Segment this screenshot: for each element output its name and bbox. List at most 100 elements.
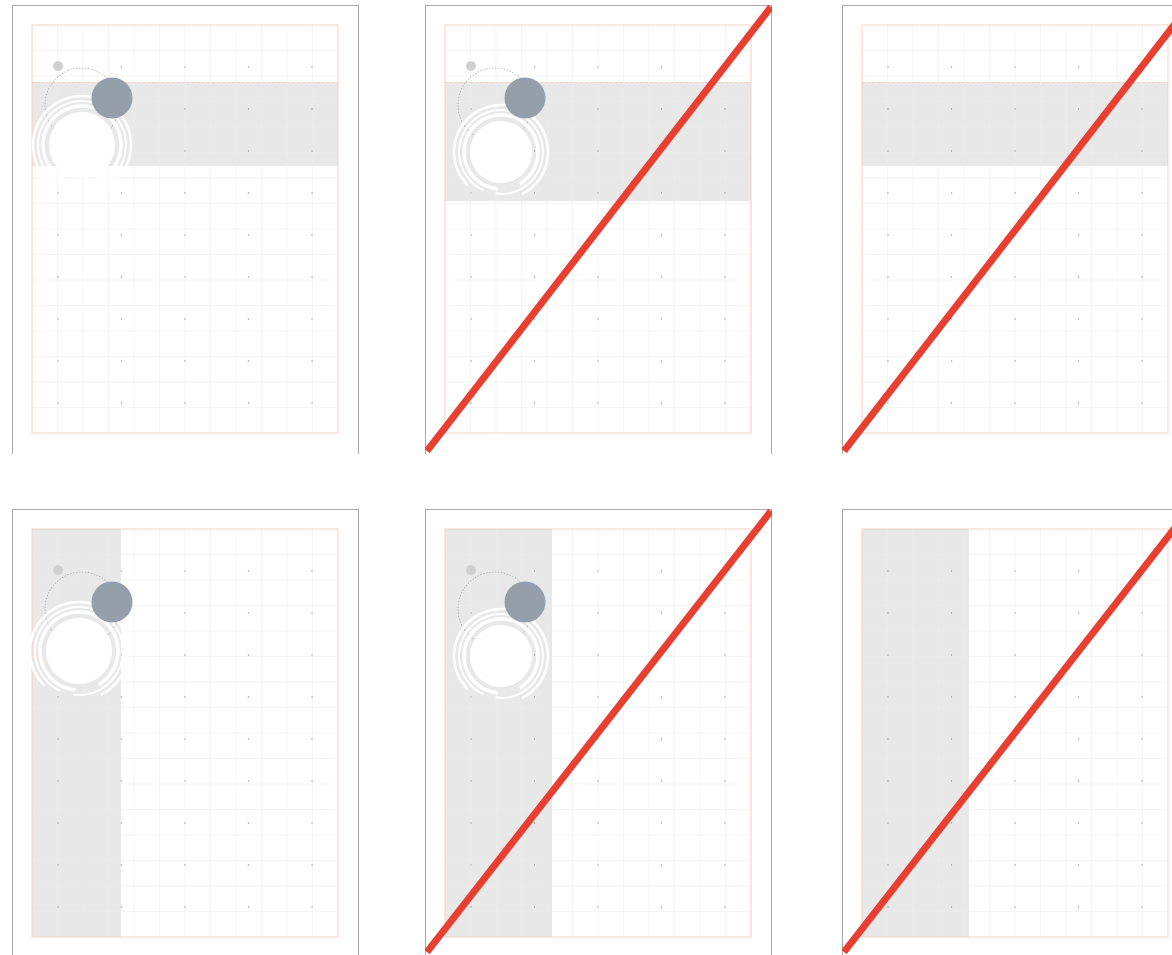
dark-circle (92, 582, 133, 623)
grid-dot (470, 822, 471, 823)
grid-dot (724, 822, 725, 823)
grid-dot (311, 738, 312, 739)
grid-dot (311, 780, 312, 781)
grid-dot (184, 864, 185, 865)
grid-dot (534, 570, 535, 571)
grid-dot (121, 864, 122, 865)
grid-dot (248, 822, 249, 823)
grid-dot (1141, 108, 1142, 109)
grid-dot (951, 738, 952, 739)
grid-dot (311, 612, 312, 613)
grid-dot (597, 276, 598, 277)
grid-dot (184, 738, 185, 739)
grid-dot (1141, 150, 1142, 151)
grid-dot (951, 654, 952, 655)
grid-dot (534, 276, 535, 277)
grid-dot (1141, 822, 1142, 823)
grid-dot (1014, 402, 1015, 403)
grid-dot (248, 864, 249, 865)
grid-dot (724, 402, 725, 403)
dark-circle (505, 582, 546, 623)
grid-dot (1078, 822, 1079, 823)
grid-dot (534, 780, 535, 781)
grid-dot (1078, 318, 1079, 319)
grid-dot (470, 780, 471, 781)
page-thumbnail-6 (842, 509, 1172, 955)
grid-dot (724, 654, 725, 655)
grid-dot (57, 906, 58, 907)
grid-dot (248, 66, 249, 67)
grid-dot (470, 360, 471, 361)
grid-dot (887, 906, 888, 907)
grid-dot (661, 402, 662, 403)
grid-dot (1078, 696, 1079, 697)
grid-dot (470, 738, 471, 739)
grid-dot (661, 192, 662, 193)
grid-dot (597, 780, 598, 781)
grid-dot (951, 150, 952, 151)
grid-dot (121, 360, 122, 361)
grid-dot (470, 108, 471, 109)
grid-dot (661, 570, 662, 571)
grid-dot (1078, 612, 1079, 613)
grid-dot (887, 570, 888, 571)
grid-dot (534, 150, 535, 151)
grid-dot (184, 906, 185, 907)
grid-dot (1141, 906, 1142, 907)
grid-dot (1141, 612, 1142, 613)
grid-dot (951, 906, 952, 907)
grid-dot (311, 360, 312, 361)
page-svg (842, 509, 1172, 955)
grid-dot (1014, 276, 1015, 277)
white-disc (46, 618, 112, 684)
grid-dot (1078, 780, 1079, 781)
grid-dot (887, 234, 888, 235)
grid-dot (248, 276, 249, 277)
grid-dot (248, 612, 249, 613)
grid-dot (887, 318, 888, 319)
grid-dot (597, 864, 598, 865)
grid-dot (1078, 66, 1079, 67)
grid-dot (1014, 318, 1015, 319)
grid-dot (1078, 360, 1079, 361)
grid-dot (184, 66, 185, 67)
grid-dot (887, 150, 888, 151)
grid-dot (1014, 192, 1015, 193)
grid-dot (57, 276, 58, 277)
grid-dot (887, 192, 888, 193)
grid-dot (184, 192, 185, 193)
grid-dot (1141, 654, 1142, 655)
sheet-border (13, 6, 359, 455)
grid-dot (534, 66, 535, 67)
grid-dot (184, 570, 185, 571)
grid-dot (1014, 780, 1015, 781)
grid-dot (470, 234, 471, 235)
grid-dot (248, 696, 249, 697)
page-svg (425, 509, 772, 955)
page-thumbnail-2 (425, 5, 772, 454)
grid-dot (724, 192, 725, 193)
grid-dot (121, 402, 122, 403)
grid-dot (661, 906, 662, 907)
grid-dot (57, 402, 58, 403)
grid-dot (470, 192, 471, 193)
grid-dot (470, 402, 471, 403)
grid-dot (248, 906, 249, 907)
grid-dot (724, 318, 725, 319)
grid-dot (184, 402, 185, 403)
grid-dot (661, 108, 662, 109)
grid-dot (597, 906, 598, 907)
grid-dot (311, 570, 312, 571)
grid-dot (661, 822, 662, 823)
grid-dot (1141, 360, 1142, 361)
grid-dot (184, 108, 185, 109)
grid-dot (661, 360, 662, 361)
grid-dot (311, 864, 312, 865)
page-svg (12, 509, 359, 955)
grid-dot (534, 234, 535, 235)
grid-dot (887, 696, 888, 697)
grid-dot (248, 192, 249, 193)
grid-dot (724, 360, 725, 361)
grid-dot (248, 150, 249, 151)
grid-dot (1078, 108, 1079, 109)
